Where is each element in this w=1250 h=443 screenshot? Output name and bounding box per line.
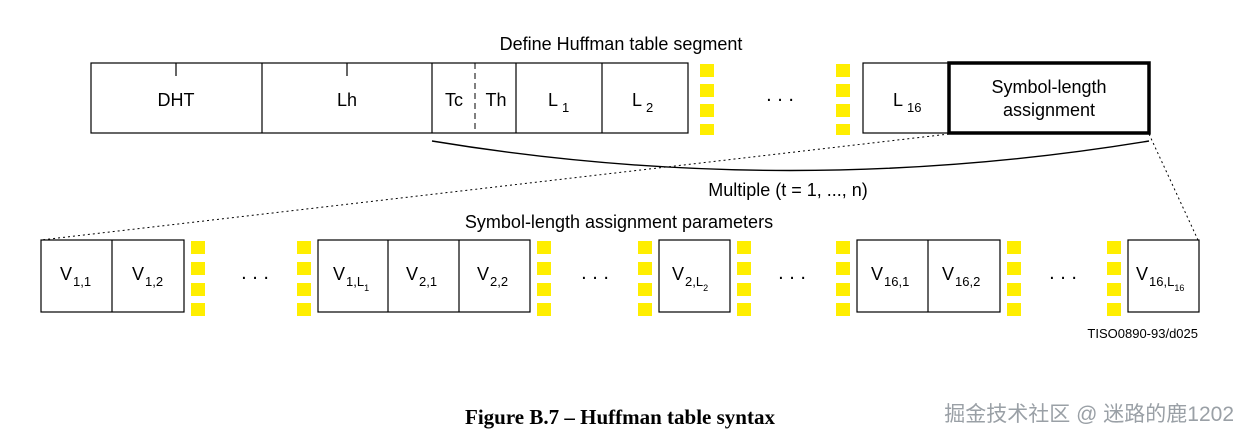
ellipsis: . . .: [766, 84, 794, 106]
projection-line-left: [40, 133, 950, 241]
break-marker: [297, 241, 311, 316]
cell-v11: V1,1: [60, 264, 91, 289]
break-marker: [638, 241, 652, 316]
v16l16-box: [1127, 239, 1200, 313]
cell-v162: V16,2: [942, 264, 980, 289]
segment-title: Define Huffman table segment: [500, 34, 743, 54]
projection-line-right: [1148, 133, 1199, 241]
figure-id: TISO0890-93/d025: [1087, 326, 1198, 341]
cell-v12: V1,2: [132, 264, 163, 289]
break-marker: [1007, 241, 1021, 316]
cell-v22: V2,2: [477, 264, 508, 289]
cell-dht: DHT: [158, 90, 195, 110]
ellipsis: . . .: [241, 262, 269, 284]
ellipsis: . . .: [1049, 262, 1077, 284]
sla-label-line2: assignment: [1003, 100, 1095, 120]
figure-caption: Figure B.7 – Huffman table syntax: [465, 405, 775, 429]
cell-v161: V16,1: [871, 264, 909, 289]
cell-v1l1: V1,L1: [333, 264, 369, 293]
break-marker: [700, 64, 714, 135]
break-marker: [191, 241, 205, 316]
cell-l16-box: [862, 62, 950, 134]
cell-v2l2: V2,L2: [672, 264, 708, 293]
watermark: 掘金技术社区 @ 迷路的鹿1202: [944, 403, 1234, 426]
multiple-label: Multiple (t = 1, ..., n): [708, 180, 868, 200]
symbol-length-assignment-box: [947, 61, 1151, 135]
break-marker: [836, 64, 850, 135]
break-marker: [537, 241, 551, 316]
break-marker: [1107, 241, 1121, 316]
v2-group-box: [317, 239, 531, 313]
huffman-table-diagram: Define Huffman table segment DHT Lh Tc T…: [40, 34, 1200, 341]
ellipsis: . . .: [581, 262, 609, 284]
v2l2-box: [658, 239, 731, 313]
parameters-title: Symbol-length assignment parameters: [465, 212, 773, 232]
cell-v16l16: V16,L16: [1136, 264, 1184, 293]
cell-tc: Tc: [445, 90, 463, 110]
break-marker: [737, 241, 751, 316]
cell-lh: Lh: [337, 90, 357, 110]
break-marker: [836, 241, 850, 316]
multiple-brace: [431, 140, 1150, 172]
top-row-left-block: [90, 62, 689, 134]
sla-label-line1: Symbol-length: [991, 77, 1106, 97]
cell-v21: V2,1: [406, 264, 437, 289]
cell-th: Th: [485, 90, 506, 110]
ellipsis: . . .: [778, 262, 806, 284]
